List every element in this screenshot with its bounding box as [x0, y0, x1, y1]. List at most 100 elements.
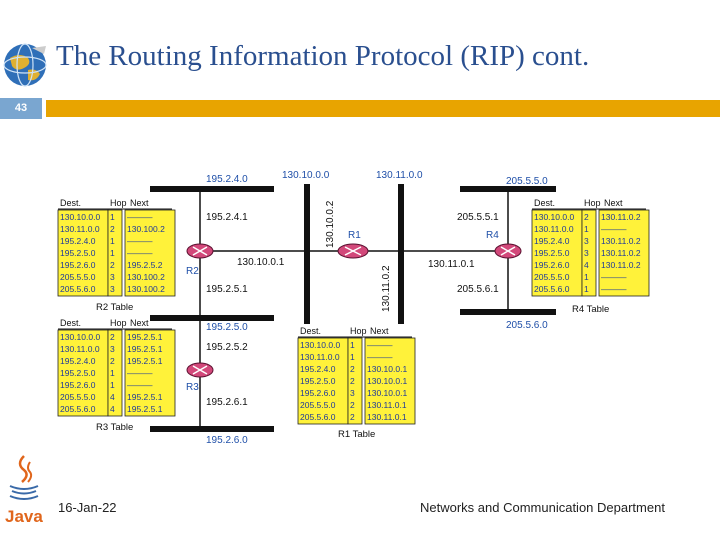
table-r4-cell: ——— [601, 272, 627, 282]
table-r4-cell: ——— [601, 284, 627, 294]
table-r1-cell: 205.5.5.0 [300, 400, 336, 410]
net-195-2-6-0-line [150, 426, 274, 432]
table-r4-cell: 130.11.0.2 [601, 236, 641, 246]
table-r3-cell: 4 [110, 392, 115, 402]
table-r1-cell: 2 [350, 400, 355, 410]
table-r3-cell: 195.2.5.1 [127, 356, 163, 366]
router-r4-label: R4 [486, 230, 499, 241]
table-r2-cell: 205.5.5.0 [60, 272, 96, 282]
table-r3-cell: 3 [110, 344, 115, 354]
table-r1-cell: 130.10.0.1 [367, 364, 407, 374]
table-r3-header-next: Next [130, 318, 149, 328]
table-r4-cell: 195.2.5.0 [534, 248, 570, 258]
table-r3-cell: 1 [110, 380, 115, 390]
table-r1-cell: 2 [350, 412, 355, 422]
iface-r3-top: 195.2.5.2 [206, 342, 248, 353]
table-r1-cell: ——— [367, 352, 393, 362]
table-r2-cell: ——— [127, 236, 153, 246]
table-r2-header-hop: Hop [110, 198, 127, 208]
net-label-195-2-5-0: 195.2.5.0 [206, 322, 248, 333]
router-r2-label: R2 [186, 266, 199, 277]
table-r1-name: R1 Table [338, 429, 375, 440]
table-r2-cell: 130.100.2 [127, 272, 165, 282]
table-r3-cell: 195.2.5.1 [127, 332, 163, 342]
table-r4-cell: 130.11.0.0 [534, 224, 574, 234]
table-r3-name: R3 Table [96, 422, 133, 433]
table-r1-cell: 195.2.6.0 [300, 388, 336, 398]
table-r2-cell: 1 [110, 212, 115, 222]
table-r4-cell: 1 [584, 272, 589, 282]
table-r3-cell: 195.2.5.1 [127, 404, 163, 414]
table-r3-cell: 1 [110, 368, 115, 378]
table-r1-cell: 1 [350, 340, 355, 350]
table-r1-cell: 2 [350, 376, 355, 386]
table-r3-cell: ——— [127, 368, 153, 378]
table-r3-header-hop: Hop [110, 318, 127, 328]
table-r2-cell: 2 [110, 224, 115, 234]
table-r3-cell: 130.11.0.0 [60, 344, 100, 354]
table-r4-cell: 2 [584, 212, 589, 222]
table-r2-cell: 130.11.0.0 [60, 224, 100, 234]
table-r2-cell: 205.5.6.0 [60, 284, 96, 294]
iface-r1-left: 130.10.0.2 [325, 200, 336, 248]
table-r4-cell: 205.5.6.0 [534, 284, 570, 294]
table-r2-cell: 195.2.6.0 [60, 260, 96, 270]
net-label-195-2-4-0: 195.2.4.0 [206, 174, 248, 185]
svg-text:Java: Java [5, 507, 43, 526]
table-r4-cell: 1 [584, 224, 589, 234]
net-205-5-5-0-line [460, 186, 556, 192]
iface-r2-top: 195.2.4.1 [206, 212, 248, 223]
table-r3-cell: 2 [110, 356, 115, 366]
table-r1-header-next: Next [370, 326, 389, 336]
table-r3-cell: 195.2.5.1 [127, 392, 163, 402]
table-r2-cell: 2 [110, 260, 115, 270]
table-r2-cell: 195.2.4.0 [60, 236, 96, 246]
table-r4-col-2 [598, 209, 650, 297]
table-r2-cell: 195.2.5.2 [127, 260, 163, 270]
table-r2-header-dest: Dest. [60, 198, 81, 208]
table-r4-cell: 1 [584, 284, 589, 294]
router-r4-icon [494, 243, 522, 259]
router-r1-icon [337, 243, 369, 259]
table-r4-col-1 [581, 209, 597, 297]
table-r2-cell: 130.100.2 [127, 284, 165, 294]
table-r1-col-0 [297, 337, 349, 425]
table-r2-cell: 130.100.2 [127, 224, 165, 234]
table-r2-cell: ——— [127, 248, 153, 258]
table-r1-cell: 130.11.0.0 [300, 352, 340, 362]
router-r3-label: R3 [186, 382, 199, 393]
table-r4-cell: ——— [601, 224, 627, 234]
footer-department: Networks and Communication Department [420, 500, 665, 515]
table-r3-cell: 195.2.5.1 [127, 344, 163, 354]
table-r3-cell: 130.10.0.0 [60, 332, 100, 342]
table-r2-cell: 3 [110, 284, 115, 294]
table-r4-cell: 130.11.0.2 [601, 212, 641, 222]
table-r1-cell: 130.10.0.1 [367, 376, 407, 386]
table-r4-header-next: Next [604, 198, 623, 208]
table-r1-cell: 130.11.0.1 [367, 400, 407, 410]
iface-r2-right: 130.10.0.1 [237, 257, 285, 268]
net-label-195-2-6-0: 195.2.6.0 [206, 435, 248, 446]
net-195-2-4-0-line [150, 186, 274, 192]
net-130-10-0-0-line [304, 184, 310, 324]
table-r3-cell: 205.5.5.0 [60, 392, 96, 402]
table-r3-cell: 205.5.6.0 [60, 404, 96, 414]
net-130-11-0-0-line [398, 184, 404, 324]
iface-r4-bottom: 205.5.6.1 [457, 284, 499, 295]
table-r4-cell: 130.10.0.0 [534, 212, 574, 222]
iface-r1-right: 130.11.0.2 [381, 265, 392, 312]
table-r3-cell: 4 [110, 404, 115, 414]
table-r4-cell: 130.11.0.2 [601, 248, 641, 258]
table-r2-cell: 3 [110, 272, 115, 282]
router-r3-icon [186, 362, 214, 378]
net-label-205-5-6-0: 205.5.6.0 [506, 320, 548, 331]
table-r3-cell: 2 [110, 332, 115, 342]
table-r4-cell: 130.11.0.2 [601, 260, 641, 270]
table-r1-cell: ——— [367, 340, 393, 350]
table-r1-cell: 3 [350, 388, 355, 398]
table-r1-cell: 1 [350, 352, 355, 362]
table-r3-cell: 195.2.4.0 [60, 356, 96, 366]
